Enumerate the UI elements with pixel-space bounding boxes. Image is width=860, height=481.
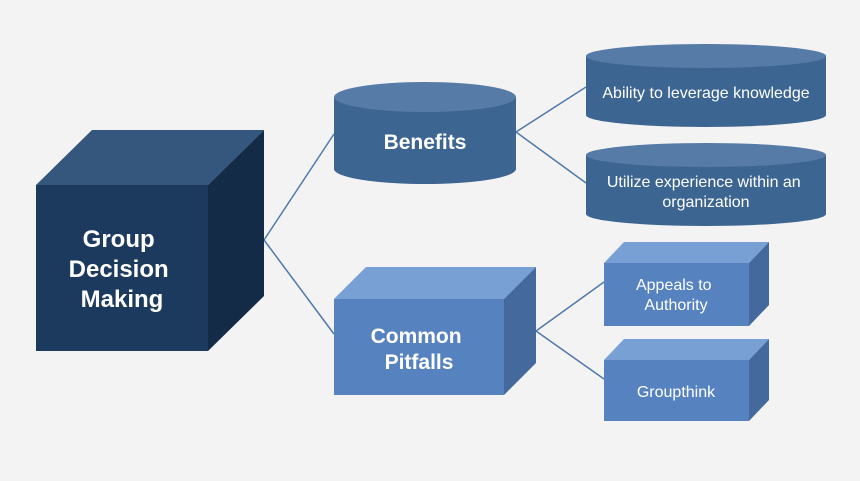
pitfall-authority-top [604, 242, 769, 263]
root-cube-top [36, 130, 264, 185]
pitfall-authority-front [604, 263, 749, 326]
benefits-label: Benefits [384, 131, 467, 154]
benefit-knowledge-line-1: Ability to leverage knowledge [602, 85, 809, 102]
pitfall-authority-line-2: Authority [644, 297, 707, 314]
pitfall-box-authority: Appeals to Authority [604, 242, 769, 326]
benefit-experience-line-1: Utilize experience within an [607, 174, 801, 191]
pitfall-authority-line-1: Appeals to [636, 277, 712, 294]
benefit-experience-body [586, 155, 826, 226]
pitfalls-box: Common Pitfalls [334, 267, 536, 395]
pitfall-box-groupthink: Groupthink [604, 339, 769, 421]
root-label-line-3: Making [81, 286, 164, 313]
connector-benefits-experience [515, 131, 587, 184]
benefit-experience-label: Utilize experience within an organizatio… [607, 174, 805, 211]
pitfalls-box-side [504, 267, 536, 395]
root-label-line-1: Group [83, 226, 155, 253]
pitfall-groupthink-front [604, 360, 749, 421]
pitfall-groupthink-top [604, 339, 769, 360]
benefit-experience-line-2: organization [662, 194, 749, 211]
root-label: Group Decision Making [69, 226, 176, 313]
connector-benefits-knowledge [515, 86, 587, 133]
benefit-knowledge-top [586, 44, 826, 68]
pitfalls-label-line-1: Common [371, 325, 462, 348]
pitfalls-label-line-2: Pitfalls [385, 351, 454, 374]
root-cube-front [36, 185, 208, 351]
pitfalls-box-top [334, 267, 536, 299]
root-cube-side [208, 130, 264, 351]
benefits-cylinder-top [334, 82, 516, 112]
connector-pitfalls-authority [535, 281, 605, 332]
pitfall-authority-label: Appeals to Authority [636, 277, 716, 314]
connectors [263, 86, 605, 380]
benefit-cylinder-experience: Utilize experience within an organizatio… [586, 143, 826, 226]
benefit-cylinder-knowledge: Ability to leverage knowledge [586, 44, 826, 127]
benefits-cylinder: Benefits [334, 82, 516, 184]
pitfall-authority-side [749, 242, 769, 326]
root-cube: Group Decision Making [36, 130, 264, 351]
pitfalls-label: Common Pitfalls [371, 325, 468, 374]
pitfall-groupthink-side [749, 339, 769, 421]
benefit-knowledge-body [586, 56, 826, 127]
benefits-cylinder-body [334, 97, 516, 184]
benefit-knowledge-label: Ability to leverage knowledge [602, 85, 809, 102]
pitfalls-box-front [334, 299, 504, 395]
connector-root-pitfalls [263, 239, 335, 335]
benefit-experience-top [586, 143, 826, 167]
pitfall-groupthink-label: Groupthink [637, 384, 716, 401]
connector-pitfalls-groupthink [535, 330, 605, 380]
root-label-line-2: Decision [69, 256, 169, 283]
connector-root-benefits [263, 133, 335, 241]
pitfall-groupthink-line-1: Groupthink [637, 384, 716, 401]
